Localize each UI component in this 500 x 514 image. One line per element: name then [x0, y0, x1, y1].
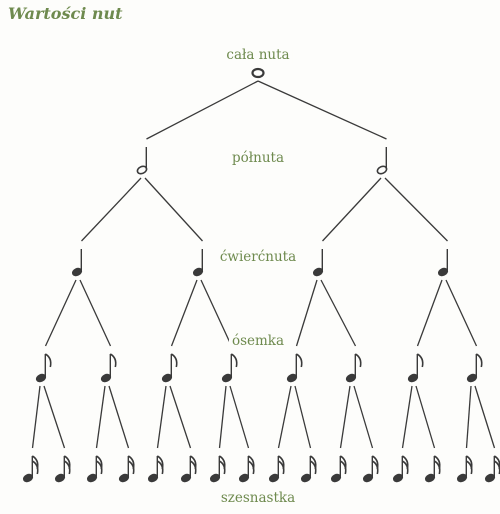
quarter-note-icon [312, 249, 324, 277]
tree-edge [229, 385, 250, 449]
level-label-quarter: ćwierćnuta [216, 249, 300, 265]
tree-edge [320, 279, 357, 347]
level-label-whole: cała nuta [223, 47, 293, 63]
sixteenth-note-icon [424, 455, 441, 483]
sixteenth-note-icon [209, 455, 226, 483]
level-label-sixteenth: szesnastka [217, 490, 299, 506]
tree-edge [277, 385, 292, 449]
quarter-note-icon [192, 249, 204, 277]
sixteenth-note-icon [180, 455, 197, 483]
sixteenth-note-icon [22, 455, 39, 483]
tree-edge [353, 385, 374, 449]
level-label-eighth: ósemka [228, 333, 288, 349]
tree-edge [322, 177, 382, 242]
tree-edges [31, 80, 496, 449]
eighth-note-icon [345, 353, 362, 383]
sixteenth-note-icon [238, 455, 255, 483]
sixteenth-note-icon [147, 455, 164, 483]
eighth-note-icon [221, 353, 238, 383]
eighth-note-icon [407, 353, 424, 383]
tree-edge [169, 385, 192, 449]
half-note-icon [136, 147, 148, 175]
sixteenth-note-icon [86, 455, 103, 483]
page-title: Wartości nut [8, 4, 123, 23]
tree-edge [144, 177, 203, 242]
tree-edge [384, 177, 448, 242]
tree-edge [445, 279, 478, 347]
whole-note-icon [251, 67, 265, 79]
tree-edge [257, 80, 387, 140]
tree-edge [79, 279, 112, 347]
eighth-note-icon [286, 353, 303, 383]
sixteenth-note-icon [330, 455, 347, 483]
quarter-note-icon [437, 249, 449, 277]
tree-edge [416, 279, 443, 347]
tree-notes [22, 67, 500, 483]
tree-edge [156, 385, 167, 449]
tree-edge [218, 385, 227, 449]
tree-edge [95, 385, 106, 449]
tree-edge [295, 279, 318, 347]
tree-edge [170, 279, 198, 347]
tree-edge [294, 385, 312, 449]
tree-edge [339, 385, 351, 449]
quarter-note-icon [71, 249, 83, 277]
sixteenth-note-icon [268, 455, 285, 483]
tree-edge [31, 385, 41, 449]
sixteenth-note-icon [118, 455, 135, 483]
tree-edge [401, 385, 413, 449]
tree-edge [108, 385, 130, 449]
level-label-half: półnuta [228, 150, 288, 166]
tree-edge [474, 385, 496, 449]
tree-edge [44, 279, 77, 347]
sixteenth-note-icon [300, 455, 317, 483]
sixteenth-note-icon [362, 455, 379, 483]
eighth-note-icon [100, 353, 117, 383]
sixteenth-note-icon [54, 455, 71, 483]
tree-edge [81, 177, 142, 242]
eighth-note-icon [161, 353, 178, 383]
tree-edge [415, 385, 436, 449]
tree-edge [146, 80, 259, 140]
sixteenth-note-icon [484, 455, 500, 483]
half-note-icon [376, 147, 388, 175]
tree-edge [465, 385, 472, 449]
sixteenth-note-icon [456, 455, 473, 483]
tree-edge [200, 279, 233, 347]
tree-edge [43, 385, 66, 449]
sixteenth-note-icon [392, 455, 409, 483]
eighth-note-icon [35, 353, 52, 383]
eighth-note-icon [466, 353, 483, 383]
